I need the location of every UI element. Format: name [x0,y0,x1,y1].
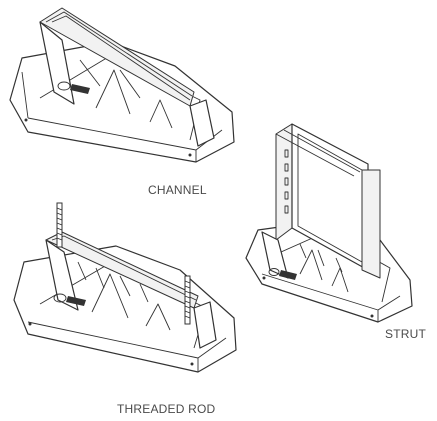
label-threaded-rod: THREADED ROD [117,402,216,416]
label-strut: STRUT [385,327,426,341]
label-channel: CHANNEL [148,183,207,197]
strut-support-drawing [245,123,413,323]
channel-support-drawing [9,7,235,163]
threaded-rod-support-drawing [13,202,237,373]
